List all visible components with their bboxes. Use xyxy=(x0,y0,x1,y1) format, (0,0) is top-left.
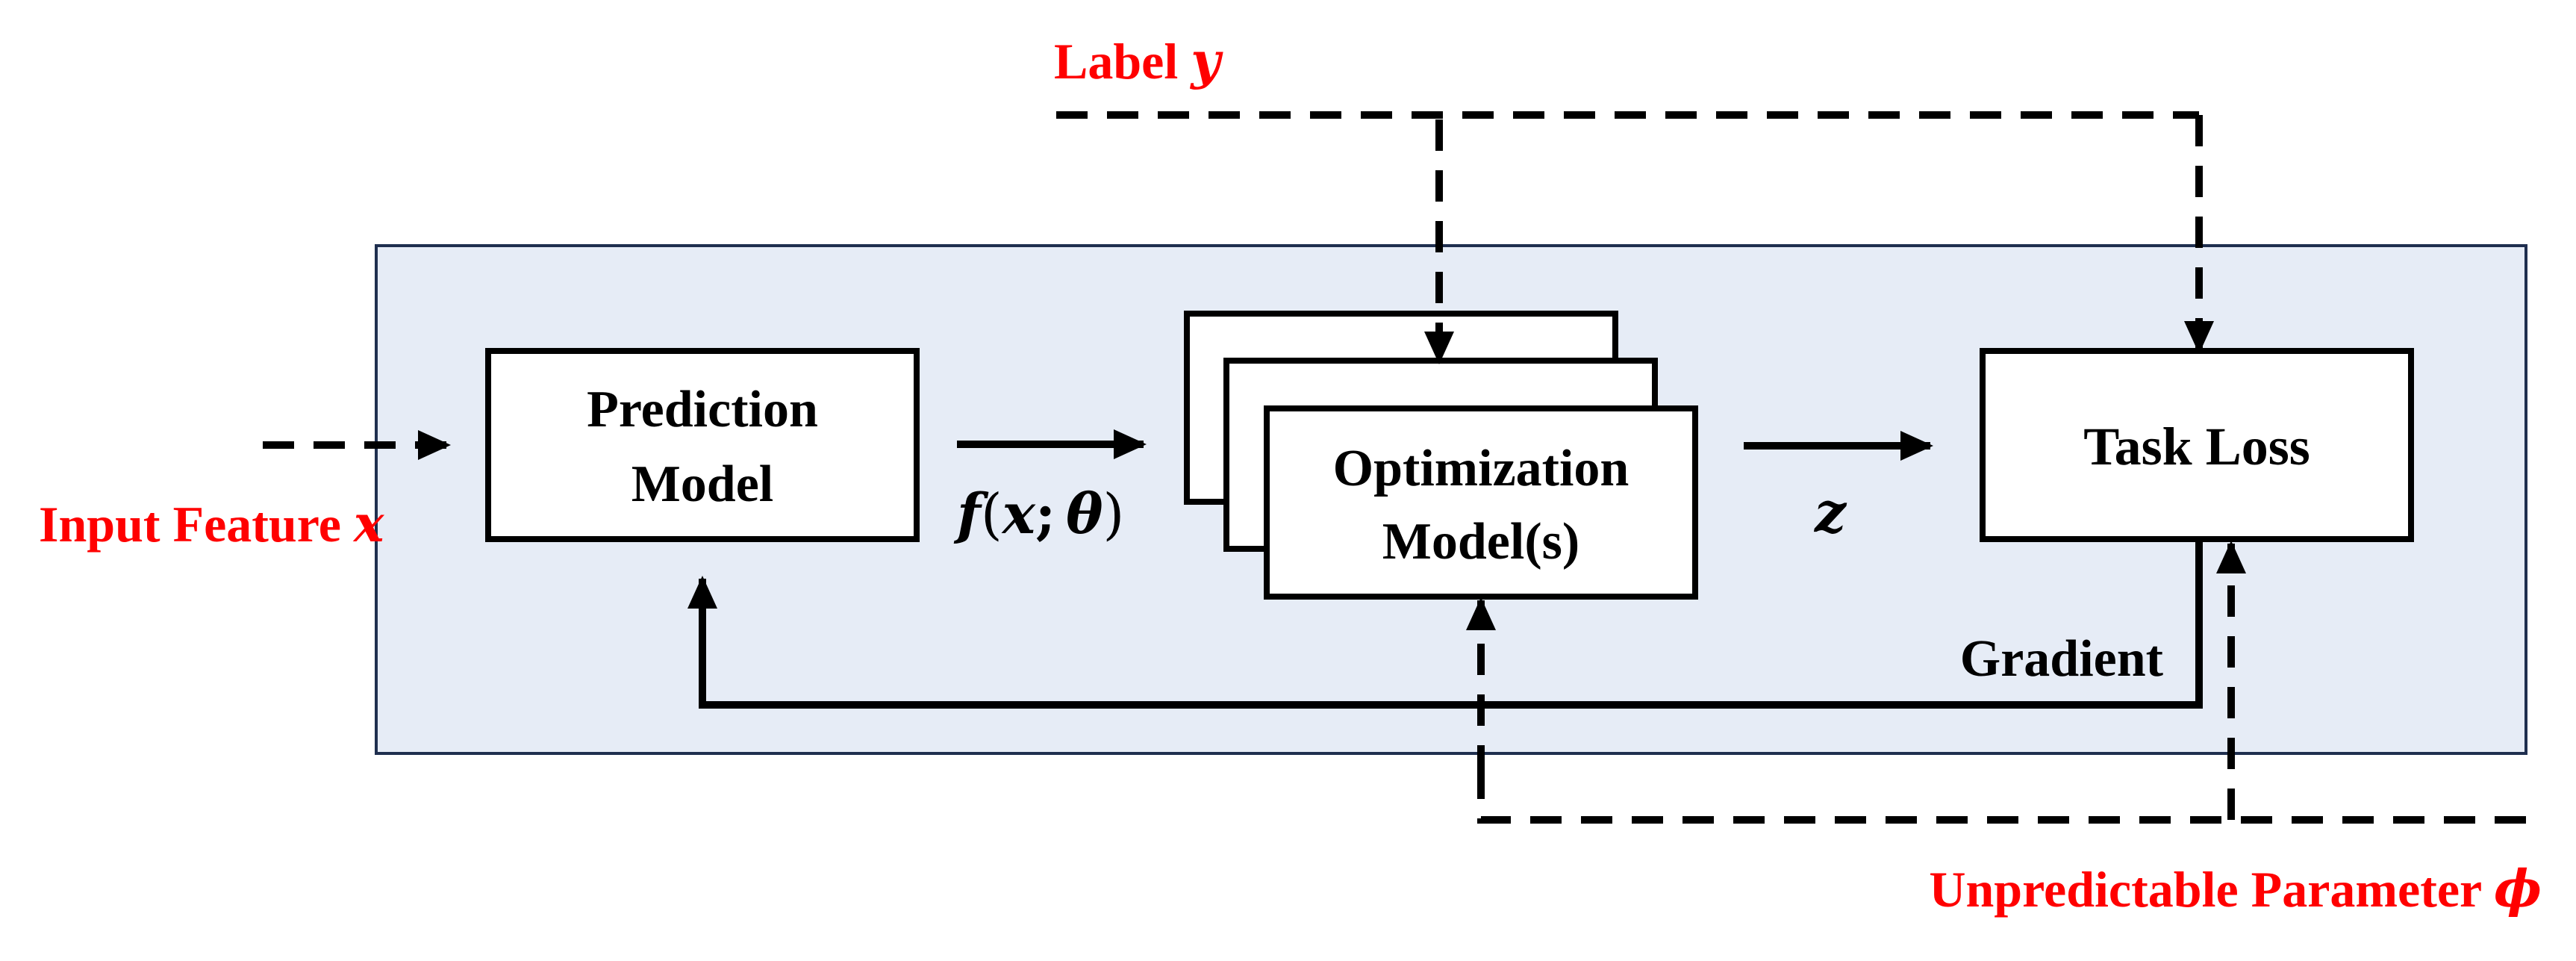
decision-label: z xyxy=(1813,481,1847,545)
optimization-model-box-front xyxy=(1264,405,1698,600)
task-loss-box xyxy=(1980,348,2414,542)
optimization-model-line2: Model(s) xyxy=(1382,513,1579,570)
unpredictable-parameter-text: Unpredictable Parameter xyxy=(1929,861,2494,918)
input-feature-label: Input Feature x xyxy=(39,494,385,554)
close-paren: ) xyxy=(1103,482,1125,547)
task-loss-label: Task Loss xyxy=(2083,417,2310,476)
prediction-model-line2: Model xyxy=(631,455,774,513)
optimization-model-line1: Optimization xyxy=(1333,440,1630,497)
prediction-model-line1: Prediction xyxy=(587,381,818,438)
unpredictable-parameter-label: Unpredictable Parameter ϕ xyxy=(1929,859,2542,919)
x-symbol: x xyxy=(1001,482,1036,547)
label-text: Label xyxy=(1054,33,1191,90)
gradient-feedback-line xyxy=(687,539,2203,709)
label-symbol: y xyxy=(1189,31,1223,91)
parameter-bottom-dashed-line xyxy=(1477,777,2526,824)
prediction-model-node: Prediction Model xyxy=(485,348,920,542)
label-annotation: Label y xyxy=(1054,31,1223,91)
prediction-output-label: f(x;θ) xyxy=(953,482,1124,547)
prediction-model-box xyxy=(485,348,920,542)
theta-symbol: θ xyxy=(1066,482,1103,547)
separator: ; xyxy=(1035,482,1055,547)
unpredictable-parameter-symbol: ϕ xyxy=(2494,859,2542,919)
task-loss-node: Task Loss xyxy=(1980,348,2414,542)
open-paren: ( xyxy=(981,482,1002,547)
gradient-label: Gradient xyxy=(1960,630,2163,688)
input-feature-text: Input Feature xyxy=(39,496,354,553)
optimization-model-node: Optimization Model(s) xyxy=(1184,311,1698,600)
input-feature-symbol: x xyxy=(352,494,385,554)
